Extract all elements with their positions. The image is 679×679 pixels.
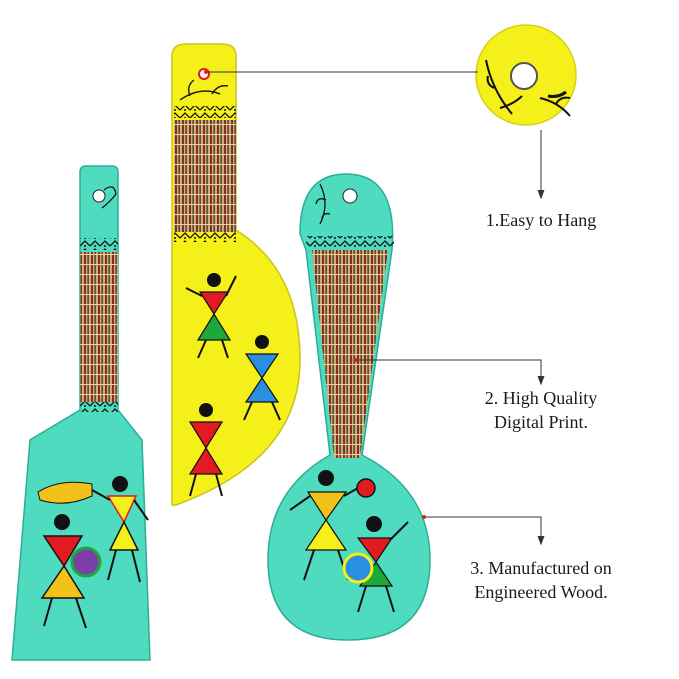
callout-text: Digital Print.	[494, 412, 588, 432]
callout-text: 1.Easy to Hang	[485, 210, 597, 230]
callout-engineered-wood: 3. Manufactured on Engineered Wood.	[436, 556, 646, 604]
right-spoon	[267, 173, 431, 641]
callout-text: 3. Manufactured on	[470, 558, 612, 578]
left-spatula	[11, 165, 151, 661]
hang-hole	[198, 68, 210, 80]
warli-figure	[40, 514, 102, 629]
leader-lines	[204, 70, 545, 546]
hang-hole	[342, 188, 358, 204]
callout-digital-print: 2. High Quality Digital Print.	[446, 386, 636, 434]
warli-figure	[243, 335, 281, 421]
hang-hole-magnifier	[475, 24, 577, 126]
warli-figure	[342, 516, 409, 613]
warli-figure	[188, 403, 224, 497]
callout-easy-to-hang: 1.Easy to Hang	[456, 208, 626, 232]
warli-figure	[91, 476, 149, 583]
warli-figure	[289, 470, 359, 581]
callout-text: Engineered Wood.	[474, 582, 608, 602]
warli-figure	[185, 273, 237, 359]
callout-text: 2. High Quality	[484, 388, 598, 408]
center-spatula	[171, 43, 301, 506]
hang-hole	[92, 189, 106, 203]
